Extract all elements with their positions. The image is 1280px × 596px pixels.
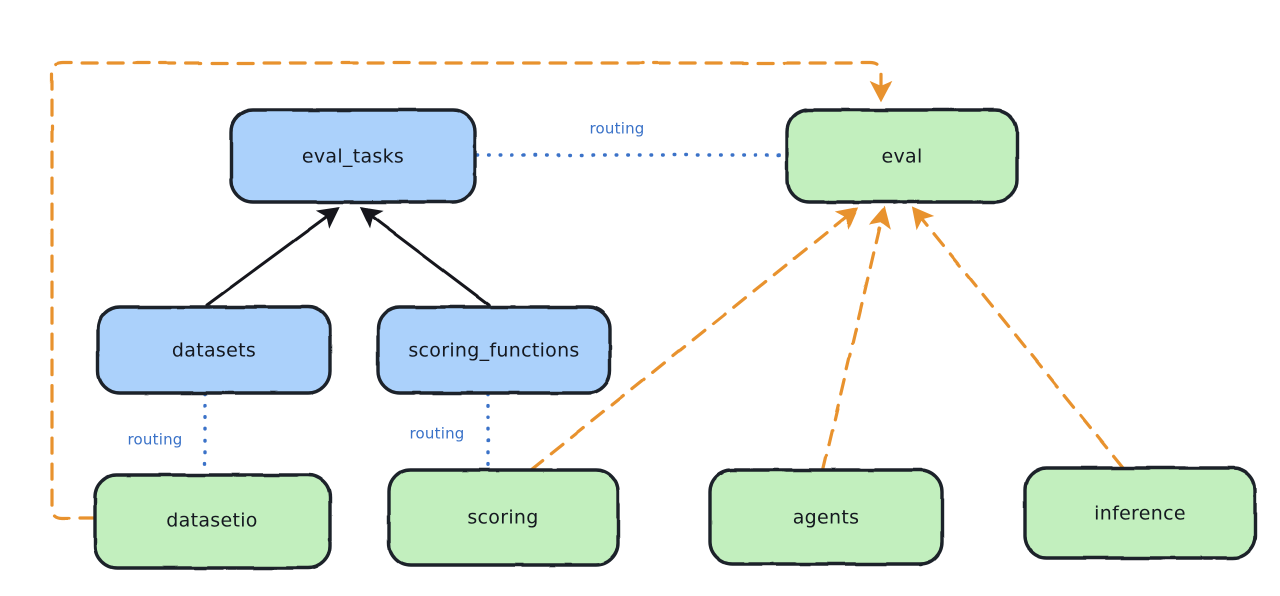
node-scoring-label: scoring xyxy=(467,507,538,529)
edge-inference-to-eval xyxy=(911,206,1125,470)
node-scoring-shape xyxy=(387,468,620,567)
node-scoring[interactable]: scoring xyxy=(387,468,620,567)
node-eval[interactable]: eval xyxy=(785,108,1019,204)
node-datasetio-shape xyxy=(93,473,332,570)
node-inference[interactable]: inference xyxy=(1023,466,1257,560)
node-agents-shape xyxy=(708,468,944,566)
edge-label-routing-eval-tasks-eval: routing xyxy=(590,120,645,138)
edge-datasetio-to-eval xyxy=(50,61,893,520)
node-eval-tasks-shape xyxy=(229,108,477,204)
node-scoring-functions-shape xyxy=(376,305,612,395)
node-inference-label: inference xyxy=(1094,503,1186,525)
edge-scoring-to-eval xyxy=(529,206,859,472)
node-agents-label: agents xyxy=(793,507,860,529)
node-inference-shape xyxy=(1023,466,1257,560)
node-eval-tasks-label: eval_tasks xyxy=(302,146,404,168)
nodes-layer: eval_tasks eval datasets scoring_functio… xyxy=(93,108,1257,570)
edges-layer xyxy=(50,61,1125,520)
edge-labels-layer: routing routing routing xyxy=(128,120,645,449)
node-scoring-functions[interactable]: scoring_functions xyxy=(376,305,612,395)
node-eval-shape xyxy=(785,108,1019,204)
edge-label-routing-datasets-datasetio: routing xyxy=(128,431,183,449)
edge-scoring-functions-to-eval-tasks xyxy=(359,206,491,307)
node-eval-tasks[interactable]: eval_tasks xyxy=(229,108,477,204)
node-agents[interactable]: agents xyxy=(708,468,944,566)
node-datasets-label: datasets xyxy=(172,340,256,362)
node-datasetio[interactable]: datasetio xyxy=(93,473,332,570)
edge-datasets-to-eval-tasks xyxy=(205,206,340,307)
node-datasetio-label: datasetio xyxy=(166,510,257,532)
node-scoring-functions-label: scoring_functions xyxy=(408,340,579,362)
node-datasets[interactable]: datasets xyxy=(96,305,332,395)
node-datasets-shape xyxy=(96,305,332,395)
edge-label-routing-scoring-functions-scoring: routing xyxy=(410,425,465,443)
edge-agents-to-eval xyxy=(821,205,891,472)
node-eval-label: eval xyxy=(881,146,922,168)
